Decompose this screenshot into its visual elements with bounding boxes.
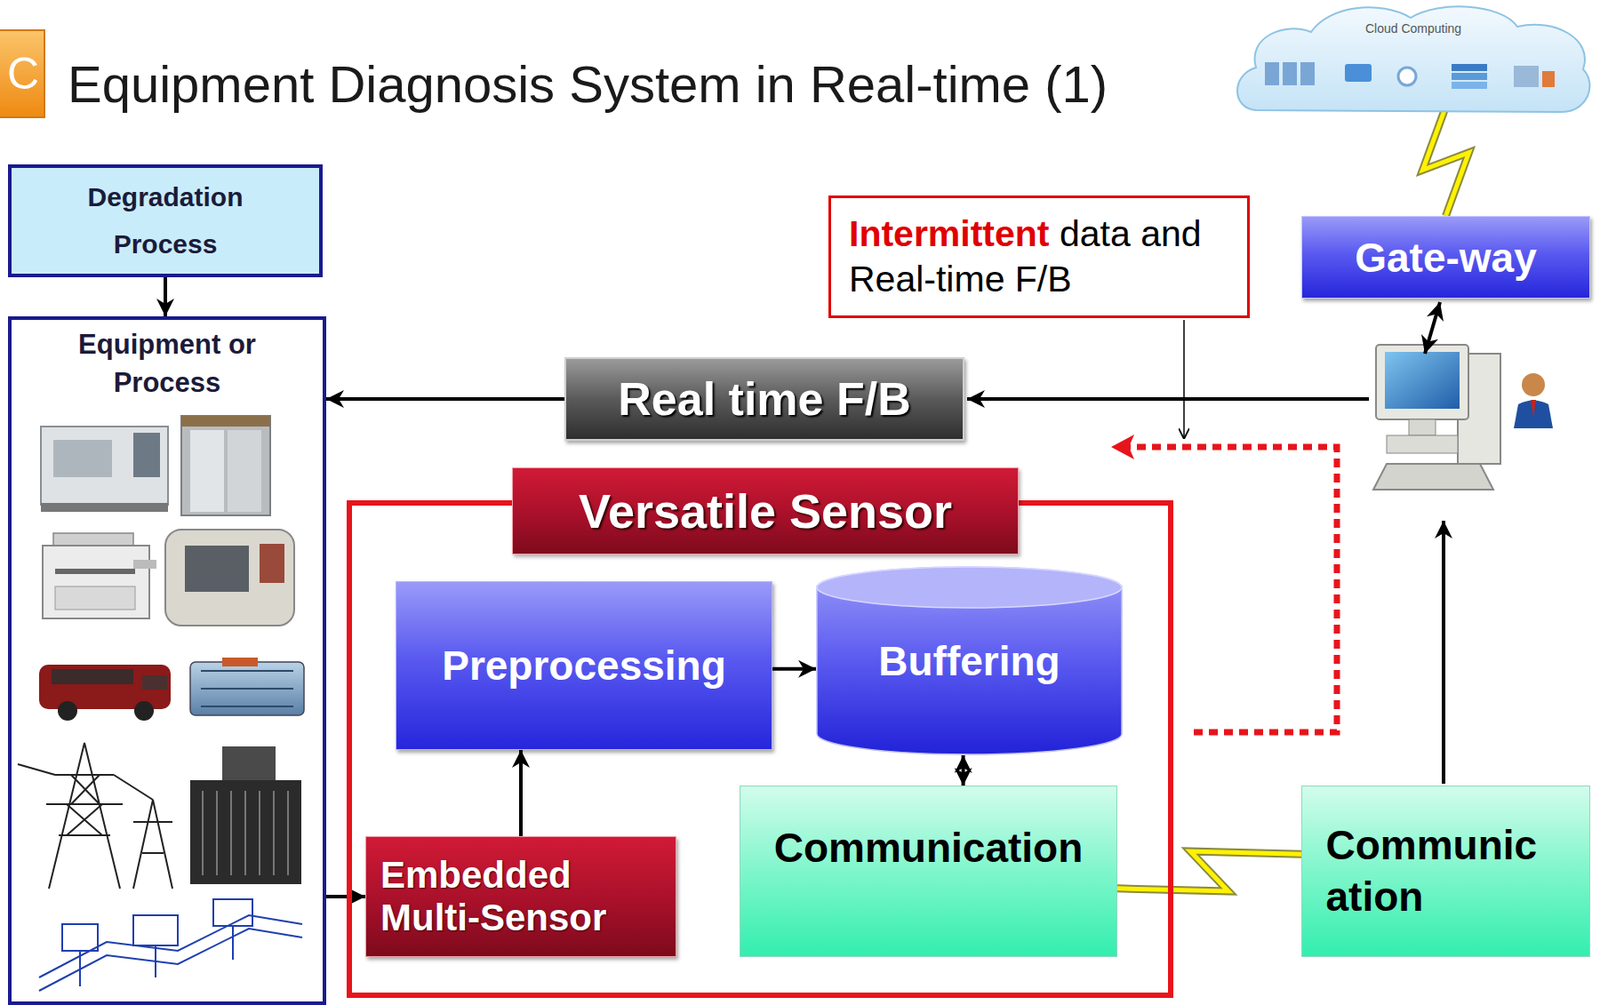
feedback-arrow (967, 397, 1369, 401)
buffer-cylinder: Buffering (816, 566, 1123, 756)
elevator-picture (181, 416, 271, 516)
lightning-outline (1423, 106, 1470, 216)
transmission-tower-drawing (17, 743, 173, 889)
text-group: Buffering (878, 637, 1060, 686)
feedback-box: Real time F/B (564, 357, 965, 441)
arrow-line (519, 750, 523, 837)
node-text: Equipment or Process (78, 328, 256, 399)
callout-box: Intermittentdata and Real-time F/B (828, 195, 1250, 319)
flow-arrow (165, 277, 167, 317)
flow-arrow (520, 750, 522, 837)
node-text: Communication (774, 824, 1084, 872)
cloud-shape: Cloud Computing (1229, 0, 1598, 125)
text-group: Gate-way (1354, 233, 1537, 282)
arrow-line (163, 277, 168, 317)
text-group: Communication (774, 824, 1084, 872)
van-picture (39, 664, 171, 721)
flow-arrow (326, 896, 366, 898)
node-text: Buffering (878, 638, 1060, 685)
text-group: Intermittentdata and Real-time F/B (848, 211, 1214, 304)
wireless-link (1117, 851, 1302, 892)
text-group: Cloud Computing (1365, 21, 1462, 37)
corner-letter: C (7, 51, 40, 96)
text-group: Degradation Process (63, 174, 268, 268)
sensor-box: Embedded Multi-Sensor (365, 836, 677, 958)
text-group: Communic ation (1326, 820, 1567, 923)
arrow-line (772, 667, 816, 672)
flow-arrow (326, 399, 565, 400)
lightning-outline (1117, 851, 1302, 892)
copier-picture (42, 533, 157, 619)
wireless-link (1423, 106, 1470, 216)
corner-square (0, 30, 45, 118)
text-group: Real time F/B (617, 372, 911, 426)
computer-icon (1373, 344, 1501, 490)
text-group: Preprocessing (441, 641, 727, 690)
arrow-line (326, 397, 565, 401)
communication-box: Communication (739, 785, 1118, 958)
uplink-arrow (1441, 520, 1446, 784)
person-icon (1513, 373, 1553, 429)
sensor-container: Versatile SensorPreprocessingBufferingEm… (346, 500, 1174, 999)
machining-center-picture (165, 529, 295, 626)
transformer-picture (190, 746, 302, 885)
intermittent-data-path (1128, 447, 1337, 733)
text-group: Equipment or Process (51, 325, 283, 403)
node-text: Communic ation (1326, 822, 1538, 920)
intermittent-arrowhead (1111, 434, 1135, 460)
gateway-box: Gate-way (1301, 216, 1591, 299)
node-text: Cloud Computing (1365, 21, 1462, 36)
node-text: Real time F/B (617, 373, 911, 425)
gateway-link-arrow (1424, 302, 1440, 354)
node-text: Gate-way (1354, 234, 1537, 281)
node-text: Degradation Process (87, 182, 243, 259)
node-text: Preprocessing (441, 642, 727, 689)
degradation-box: Degradation Process (8, 164, 323, 278)
flow-arrow (772, 668, 816, 670)
arrow-line (961, 755, 966, 786)
lightning-bolt (1117, 851, 1302, 892)
leader-line (1183, 320, 1185, 440)
node-text: Embedded Multi-Sensor (380, 854, 607, 939)
cloud-outline (1229, 0, 1598, 125)
flow-arrow (962, 755, 964, 786)
engine-picture (190, 657, 304, 716)
communication-box: Communic ation (1301, 785, 1591, 958)
factory-line-drawing (39, 899, 303, 992)
process-box: Preprocessing (395, 581, 773, 751)
arrow-line (326, 895, 366, 899)
container-heading: Versatile Sensor (512, 467, 1019, 555)
lightning-bolt (1423, 106, 1470, 216)
text-group: Embedded Multi-Sensor (380, 854, 648, 941)
equipment-box: Equipment or Process (8, 316, 327, 1005)
node-text: Intermittent (848, 213, 1050, 255)
lathe-picture (40, 426, 168, 512)
diagram-title: Equipment Diagnosis System in Real-time … (67, 58, 1108, 111)
